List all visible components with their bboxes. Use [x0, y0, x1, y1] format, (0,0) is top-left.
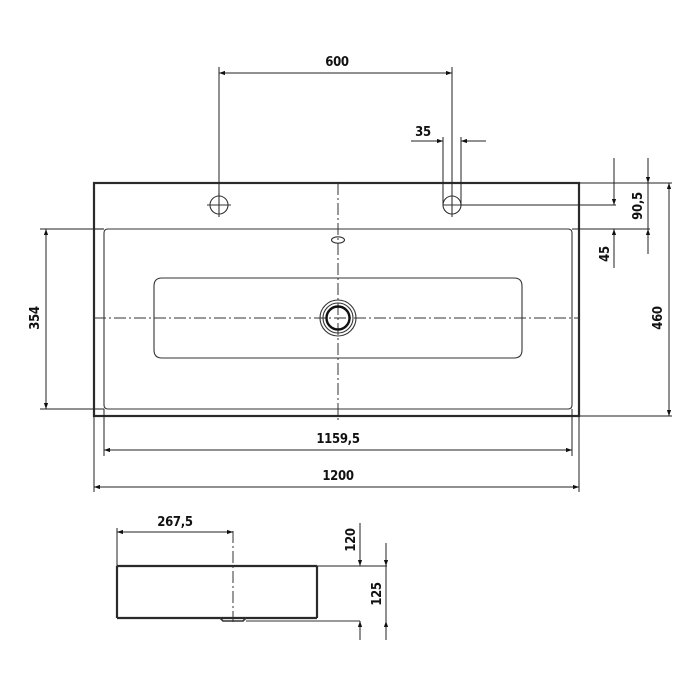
dim-label-460: 460: [651, 306, 666, 330]
dim-label-600: 600: [325, 55, 349, 70]
dim-label-125: 125: [370, 582, 385, 606]
tap-hole-right: [442, 195, 462, 217]
dimension-1200: 1200: [93, 416, 580, 492]
dim-label-90-5: 90,5: [631, 192, 646, 220]
dim-label-354: 354: [28, 306, 43, 330]
dimension-267-5: 267,5: [116, 515, 233, 566]
dimension-600: 600: [218, 55, 453, 196]
tap-hole-left: [207, 193, 231, 217]
dimension-125: 125: [370, 543, 389, 640]
dimension-1159-5: 1159,5: [103, 409, 573, 456]
side-view: 267,5 120 125: [115, 515, 389, 640]
drain-icon: [319, 299, 357, 337]
top-view: 600 35 45 90,5 4: [28, 55, 672, 492]
dimension-35: 35: [411, 125, 486, 205]
dimension-354: 354: [28, 228, 104, 410]
dimension-120: 120: [344, 523, 363, 640]
countertop-outline: [92, 181, 581, 418]
dim-label-267-5: 267,5: [157, 515, 193, 530]
dim-label-120: 120: [344, 528, 359, 552]
dim-label-1159-5: 1159,5: [316, 432, 359, 447]
dimension-45: 45: [598, 158, 617, 268]
basin-rim: [103, 228, 573, 410]
dim-label-1200: 1200: [322, 469, 354, 484]
dimension-90-5: 90,5: [631, 158, 651, 254]
dimension-460: 460: [651, 183, 672, 416]
dim-label-45: 45: [598, 246, 613, 262]
overflow-icon: [330, 236, 346, 244]
dim-label-35: 35: [415, 125, 431, 140]
bowl-outline: [153, 277, 523, 359]
